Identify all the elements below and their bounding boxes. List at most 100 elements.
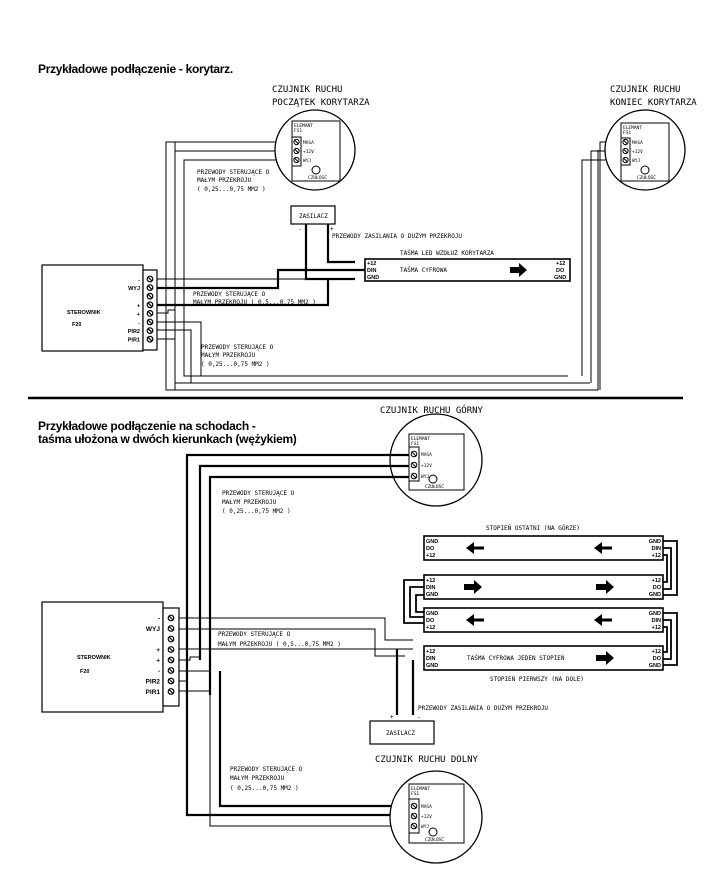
- terminal-label: +: [156, 647, 160, 654]
- screw-slot: [147, 293, 153, 299]
- jumper-wire: [663, 540, 678, 596]
- screw-slot: [168, 647, 174, 652]
- pin: +12: [426, 553, 435, 559]
- sensor-model: FS1: [411, 791, 419, 797]
- sensor-end-label-2: KONIEC KORYTARZA: [610, 98, 697, 108]
- sensor-model: FS1: [294, 128, 302, 134]
- sensitivity-label: CZUŁOŚĆ: [637, 174, 656, 181]
- strip-label: TAŚMA CYFROWA: [400, 267, 447, 274]
- terminal-label: PIR1: [146, 689, 161, 696]
- sensitivity-knob-icon: [428, 827, 438, 837]
- pin: +12: [426, 625, 435, 631]
- jumper-wire: [415, 594, 424, 613]
- terminal-12v: +12V: [632, 149, 643, 155]
- strip-body: [423, 645, 664, 671]
- screw-slot: [147, 302, 153, 308]
- arrow-left-icon: [594, 542, 612, 554]
- pin: +12: [426, 578, 435, 584]
- arrow-right-icon: [596, 651, 614, 665]
- terminal-masa: MASA: [421, 804, 432, 810]
- sensitivity-knob-icon: [311, 165, 321, 175]
- terminal-masa: MASA: [421, 452, 432, 458]
- terminal-wyj: WYJ: [303, 158, 311, 164]
- section1-title: Przykładowe podłączenie - korytarz.: [38, 62, 233, 76]
- minus-sign: -: [417, 714, 421, 721]
- wires-note-bottom-1: PRZEWODY STERUJĄCE O: [201, 344, 274, 351]
- wires-note-bottom-2: MAŁYM PRZEKROJU: [201, 352, 256, 359]
- control-wires-top-sensor: [185, 453, 409, 817]
- strip-body: [423, 574, 664, 600]
- pin: DIN: [652, 546, 662, 552]
- terminal-label: PIR2: [128, 329, 140, 335]
- sensor-bottom-label: CZUJNIK RUCHU DOLNY: [375, 755, 479, 765]
- pin: DO: [653, 656, 662, 662]
- pin: +12: [652, 553, 661, 559]
- pin: GND: [426, 611, 438, 617]
- terminal-label: PIR1: [128, 338, 140, 344]
- strip-title: TAŚMA LED WZDŁUŻ KORYTARZA: [400, 250, 494, 257]
- terminal-label: +: [137, 303, 140, 309]
- pin: GND: [426, 663, 438, 669]
- jumper-wire: [409, 586, 424, 618]
- power-note-1: PRZEWODY ZASILANIA O DUŻYM PRZEKROJU: [332, 233, 462, 240]
- plus-sign: +: [330, 226, 334, 233]
- control-wires-bottom-sensor: [209, 671, 409, 827]
- pin: DO: [426, 546, 435, 552]
- pin: +12: [652, 625, 661, 631]
- sensor-brand: ELEMANT: [623, 125, 642, 131]
- s2-wires-note-top-2: MAŁYM PRZEKROJU: [222, 499, 277, 506]
- pin: GND: [367, 275, 379, 281]
- wires-note-bottom-3: ( 0,25...0,75 MM2 ): [201, 361, 270, 368]
- terminal-wyj: WYJ: [632, 158, 640, 164]
- terminal-label: -: [138, 278, 140, 284]
- arrow-right-icon: [464, 580, 482, 594]
- sensor-bottom: ELEMANT FS1 MASA +12V WYJ CZUŁOŚĆ: [389, 770, 483, 864]
- terminal-label: WYJ: [128, 286, 140, 292]
- screw-slot: [168, 657, 174, 663]
- sensor-top-label: CZUJNIK RUCHU GÓRNY: [380, 404, 484, 416]
- jumper-wire: [403, 579, 424, 624]
- wires-note-top-1: PRZEWODY STERUJĄCE O: [197, 169, 270, 176]
- strip-jumper-wires: [403, 540, 678, 666]
- pin: GND: [426, 592, 438, 598]
- pin: GND: [649, 611, 661, 617]
- s2-power-note: PRZEWODY ZASILANIA O DUŻYM PRZEKROJU: [418, 705, 548, 712]
- controller-model: F20: [72, 322, 81, 328]
- arrow-left-icon: [466, 614, 484, 626]
- step-first-label: STOPIEŃ PIERWSZY (NA DOLE): [490, 676, 584, 683]
- screw-slot: [147, 285, 153, 291]
- pin: GND: [649, 539, 661, 545]
- pin: GND: [554, 275, 566, 281]
- screw-slot: [168, 689, 174, 694]
- pin: GND: [649, 663, 661, 669]
- pin: +12: [367, 261, 376, 267]
- jumper-wire: [663, 547, 672, 590]
- sensitivity-label: CZUŁOŚĆ: [308, 174, 327, 181]
- arrow-right-icon: [510, 263, 527, 277]
- sensor-model: FS1: [411, 441, 419, 447]
- controller-name: STEROWNIK: [77, 655, 111, 661]
- jumper-wire: [663, 612, 678, 666]
- terminal-wyj: WYJ: [421, 824, 429, 830]
- screw-slot: [147, 310, 153, 316]
- step-last-label: STOPIEŃ OSTATNI (NA GÓRZE): [486, 525, 580, 532]
- terminal-masa: MASA: [632, 140, 643, 146]
- pin: DO: [556, 268, 565, 274]
- terminal-label: WYJ: [146, 626, 160, 633]
- arrow-left-icon: [466, 542, 484, 554]
- terminal-masa: MASA: [303, 140, 314, 146]
- led-strip-corridor: +12 DIN GND TAŚMA CYFROWA +12 DO GND: [364, 258, 571, 282]
- stair-strips: GNDDO+12GNDDIN+12+12DINGND+12DOGNDGNDDO+…: [403, 535, 678, 671]
- arrow-right-icon: [596, 580, 614, 594]
- sensor-start-label-1: CZUJNIK RUCHU: [272, 85, 342, 95]
- s2-wires-note-bottom-1: PRZEWODY STERUJĄCE O: [230, 766, 303, 773]
- screw-slot: [168, 636, 174, 642]
- terminal-label: -: [158, 668, 160, 675]
- sensor-end-label-1: CZUJNIK RUCHU: [610, 85, 680, 95]
- power-supply-label: ZASILACZ: [299, 213, 328, 220]
- sensor-top: ELEMANT FS1 MASA +12V WYJ CZUŁOŚĆ: [389, 413, 483, 507]
- screw-slot: [147, 276, 153, 282]
